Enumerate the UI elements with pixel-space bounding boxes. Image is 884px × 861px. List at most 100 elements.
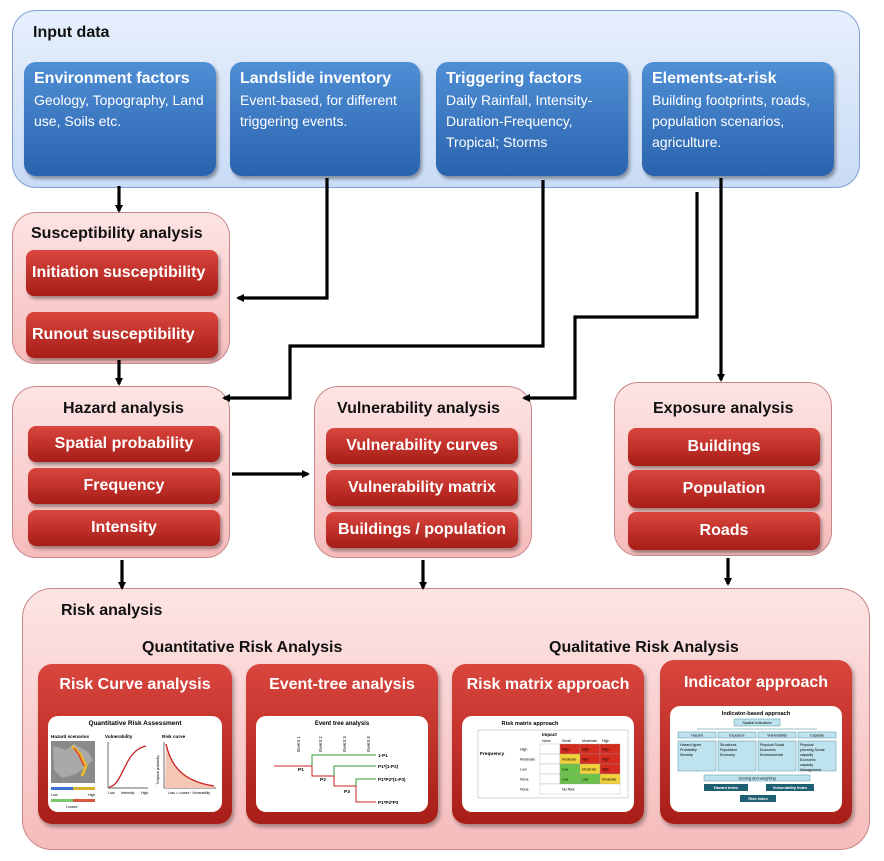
matrix-cell-label: High — [602, 748, 609, 752]
vuln-curve — [108, 745, 147, 788]
landslide-inventory-desc: Event-based, for different triggering ev… — [240, 92, 397, 129]
matrix-frame — [477, 729, 629, 799]
matrix-none-row: None — [520, 788, 529, 792]
matrix-cell — [539, 743, 561, 755]
qra-low-1: Low — [51, 793, 58, 797]
risk-analysis-title: Risk analysis — [61, 602, 163, 619]
event-tree-thumbnail: Event tree analysis Event 1 Event 2 Even… — [256, 716, 428, 812]
spatial-probability-button: Spatial probability — [28, 426, 220, 462]
risk-curve-thumbnail: Quantitative Risk Assessment Hazard scen… — [48, 716, 222, 812]
risk-curve-analysis-title: Risk Curve analysis — [59, 676, 211, 693]
qra-hazard-label: Hazard scenarios — [51, 734, 89, 739]
matrix-cell-label: Moderate — [602, 778, 616, 782]
roads-button: Roads — [628, 512, 820, 550]
matrix-frequency: Frequency — [480, 751, 505, 757]
triggering-factors-box: Triggering factors Daily Rainfall, Inten… — [436, 62, 628, 176]
matrix-col-label: None — [542, 739, 551, 743]
outcome-4: P1*P2*P3 — [378, 800, 399, 805]
event-label-1: Event 1 — [296, 736, 301, 752]
environment-factors-desc: Geology, Topography, Land use, Soils etc… — [34, 92, 204, 129]
matrix-col-label: High — [602, 739, 609, 743]
arrow-trigger-to-hazard — [222, 180, 545, 402]
qra-losses: Losses — [66, 805, 78, 809]
exposure-title: Exposure analysis — [653, 400, 794, 417]
vulnerability-curves-button: Vulnerability curves — [326, 428, 518, 464]
matrix-col-label: Moderate — [582, 739, 597, 743]
indicator-category-label: Vulnerability — [767, 734, 787, 738]
matrix-cell-label: High — [582, 758, 589, 762]
outcome-2: P1*(1-P2) — [378, 764, 399, 769]
matrix-cell-label: High — [602, 758, 609, 762]
event-label-2: Event 2 — [318, 736, 323, 752]
arrow-elements-to-vulnerability — [522, 192, 699, 402]
indicator-sub-box — [677, 740, 717, 772]
indicator-category-box — [757, 731, 797, 739]
matrix-cell-label: High — [602, 768, 609, 772]
event-tree-title: Event tree analysis — [315, 721, 370, 727]
indicator-sub-line: Management — [800, 768, 821, 772]
matrix-row-label: Moderate — [520, 758, 535, 762]
vulnerability-index-box — [766, 784, 814, 791]
intensity-button: Intensity — [28, 510, 220, 546]
branch-o1 — [311, 754, 376, 766]
indicator-sub-line: capacity — [800, 753, 813, 757]
event-p2: P2 — [320, 777, 326, 783]
landslide-inventory-box: Landslide inventory Event-based, for dif… — [230, 62, 420, 176]
matrix-cell-label: High — [562, 748, 569, 752]
population-button: Population — [628, 470, 820, 508]
arrow-inventory-to-susceptibility — [236, 178, 329, 302]
branch-o2 — [333, 765, 376, 776]
qra-vuln-label: Vulnerability — [105, 734, 133, 739]
qra-loss-axis: Loss = Losses * Vulnerability — [168, 791, 210, 795]
spatial-indicators-box — [733, 718, 781, 727]
hazard-map-terrain — [53, 744, 93, 778]
branch-p3 — [333, 776, 356, 787]
risk-curve-area — [165, 744, 214, 788]
indicator-title: Indicator-based approach — [722, 711, 791, 717]
hazard-index-box — [704, 784, 748, 791]
matrix-cell-label: Low — [582, 778, 589, 782]
indicator-thumbnail: Indicator-based approach Spatial Indicat… — [670, 706, 842, 812]
indicator-sub-line: Economy — [720, 753, 735, 757]
input-data-title: Input data — [33, 24, 110, 41]
qra-low-2: Low — [108, 791, 115, 795]
scoring-label: Scoring and weighting — [738, 777, 775, 781]
hazard-map-flow-red — [73, 747, 85, 767]
matrix-no-risk: No Risk — [562, 788, 575, 792]
susceptibility-title: Susceptibility analysis — [31, 225, 203, 242]
indicator-sub-line: Severity — [680, 753, 693, 757]
triggering-factors-desc: Daily Rainfall, Intensity-Duration-Frequ… — [446, 92, 593, 150]
branch-o4 — [355, 786, 376, 803]
environment-factors-box: Environment factors Geology, Topography,… — [24, 62, 216, 176]
quantitative-heading: Quantitative Risk Analysis — [142, 639, 343, 656]
matrix-cell-label: Low — [562, 778, 569, 782]
indicator-sub-line: Physical Social — [760, 743, 784, 747]
risk-matrix-approach-title: Risk matrix approach — [466, 676, 630, 693]
initiation-susceptibility-button: Initiation susceptibility — [26, 250, 218, 296]
buildings-population-button: Buildings / population — [326, 512, 518, 548]
indicator-category-box — [797, 731, 837, 739]
matrix-cell-label: Moderate — [582, 768, 596, 772]
qra-title: Quantitative Risk Assessment — [89, 720, 183, 727]
matrix-cell-label: Moderate — [562, 758, 576, 762]
indicator-sub-box — [797, 740, 837, 772]
risk-curve-line — [165, 743, 215, 787]
elements-at-risk-title: Elements-at-risk — [652, 70, 777, 87]
indicator-sub-box — [757, 740, 797, 772]
loss-legend-bar-high — [73, 799, 95, 802]
indicator-sub-line: capacity — [800, 763, 813, 767]
scoring-box — [703, 774, 811, 782]
matrix-cell — [539, 763, 561, 775]
landslide-inventory-title: Landslide inventory — [240, 70, 392, 87]
qualitative-heading: Qualitative Risk Analysis — [549, 639, 739, 656]
risk-matrix-svg: Risk matrix approach Impact Frequency No… — [477, 721, 629, 799]
buildings-button: Buildings — [628, 428, 820, 466]
indicator-sub-line: planning Social — [800, 748, 825, 752]
indicator-sub-line: Economic — [800, 758, 816, 762]
indicator-approach-title: Indicator approach — [683, 674, 829, 691]
indicator-sub-line: Structures — [720, 743, 737, 747]
matrix-cell-label: High — [582, 748, 589, 752]
branch-p2 — [311, 766, 334, 777]
vulnerability-title: Vulnerability analysis — [337, 400, 501, 417]
indicator-category-box — [717, 731, 757, 739]
